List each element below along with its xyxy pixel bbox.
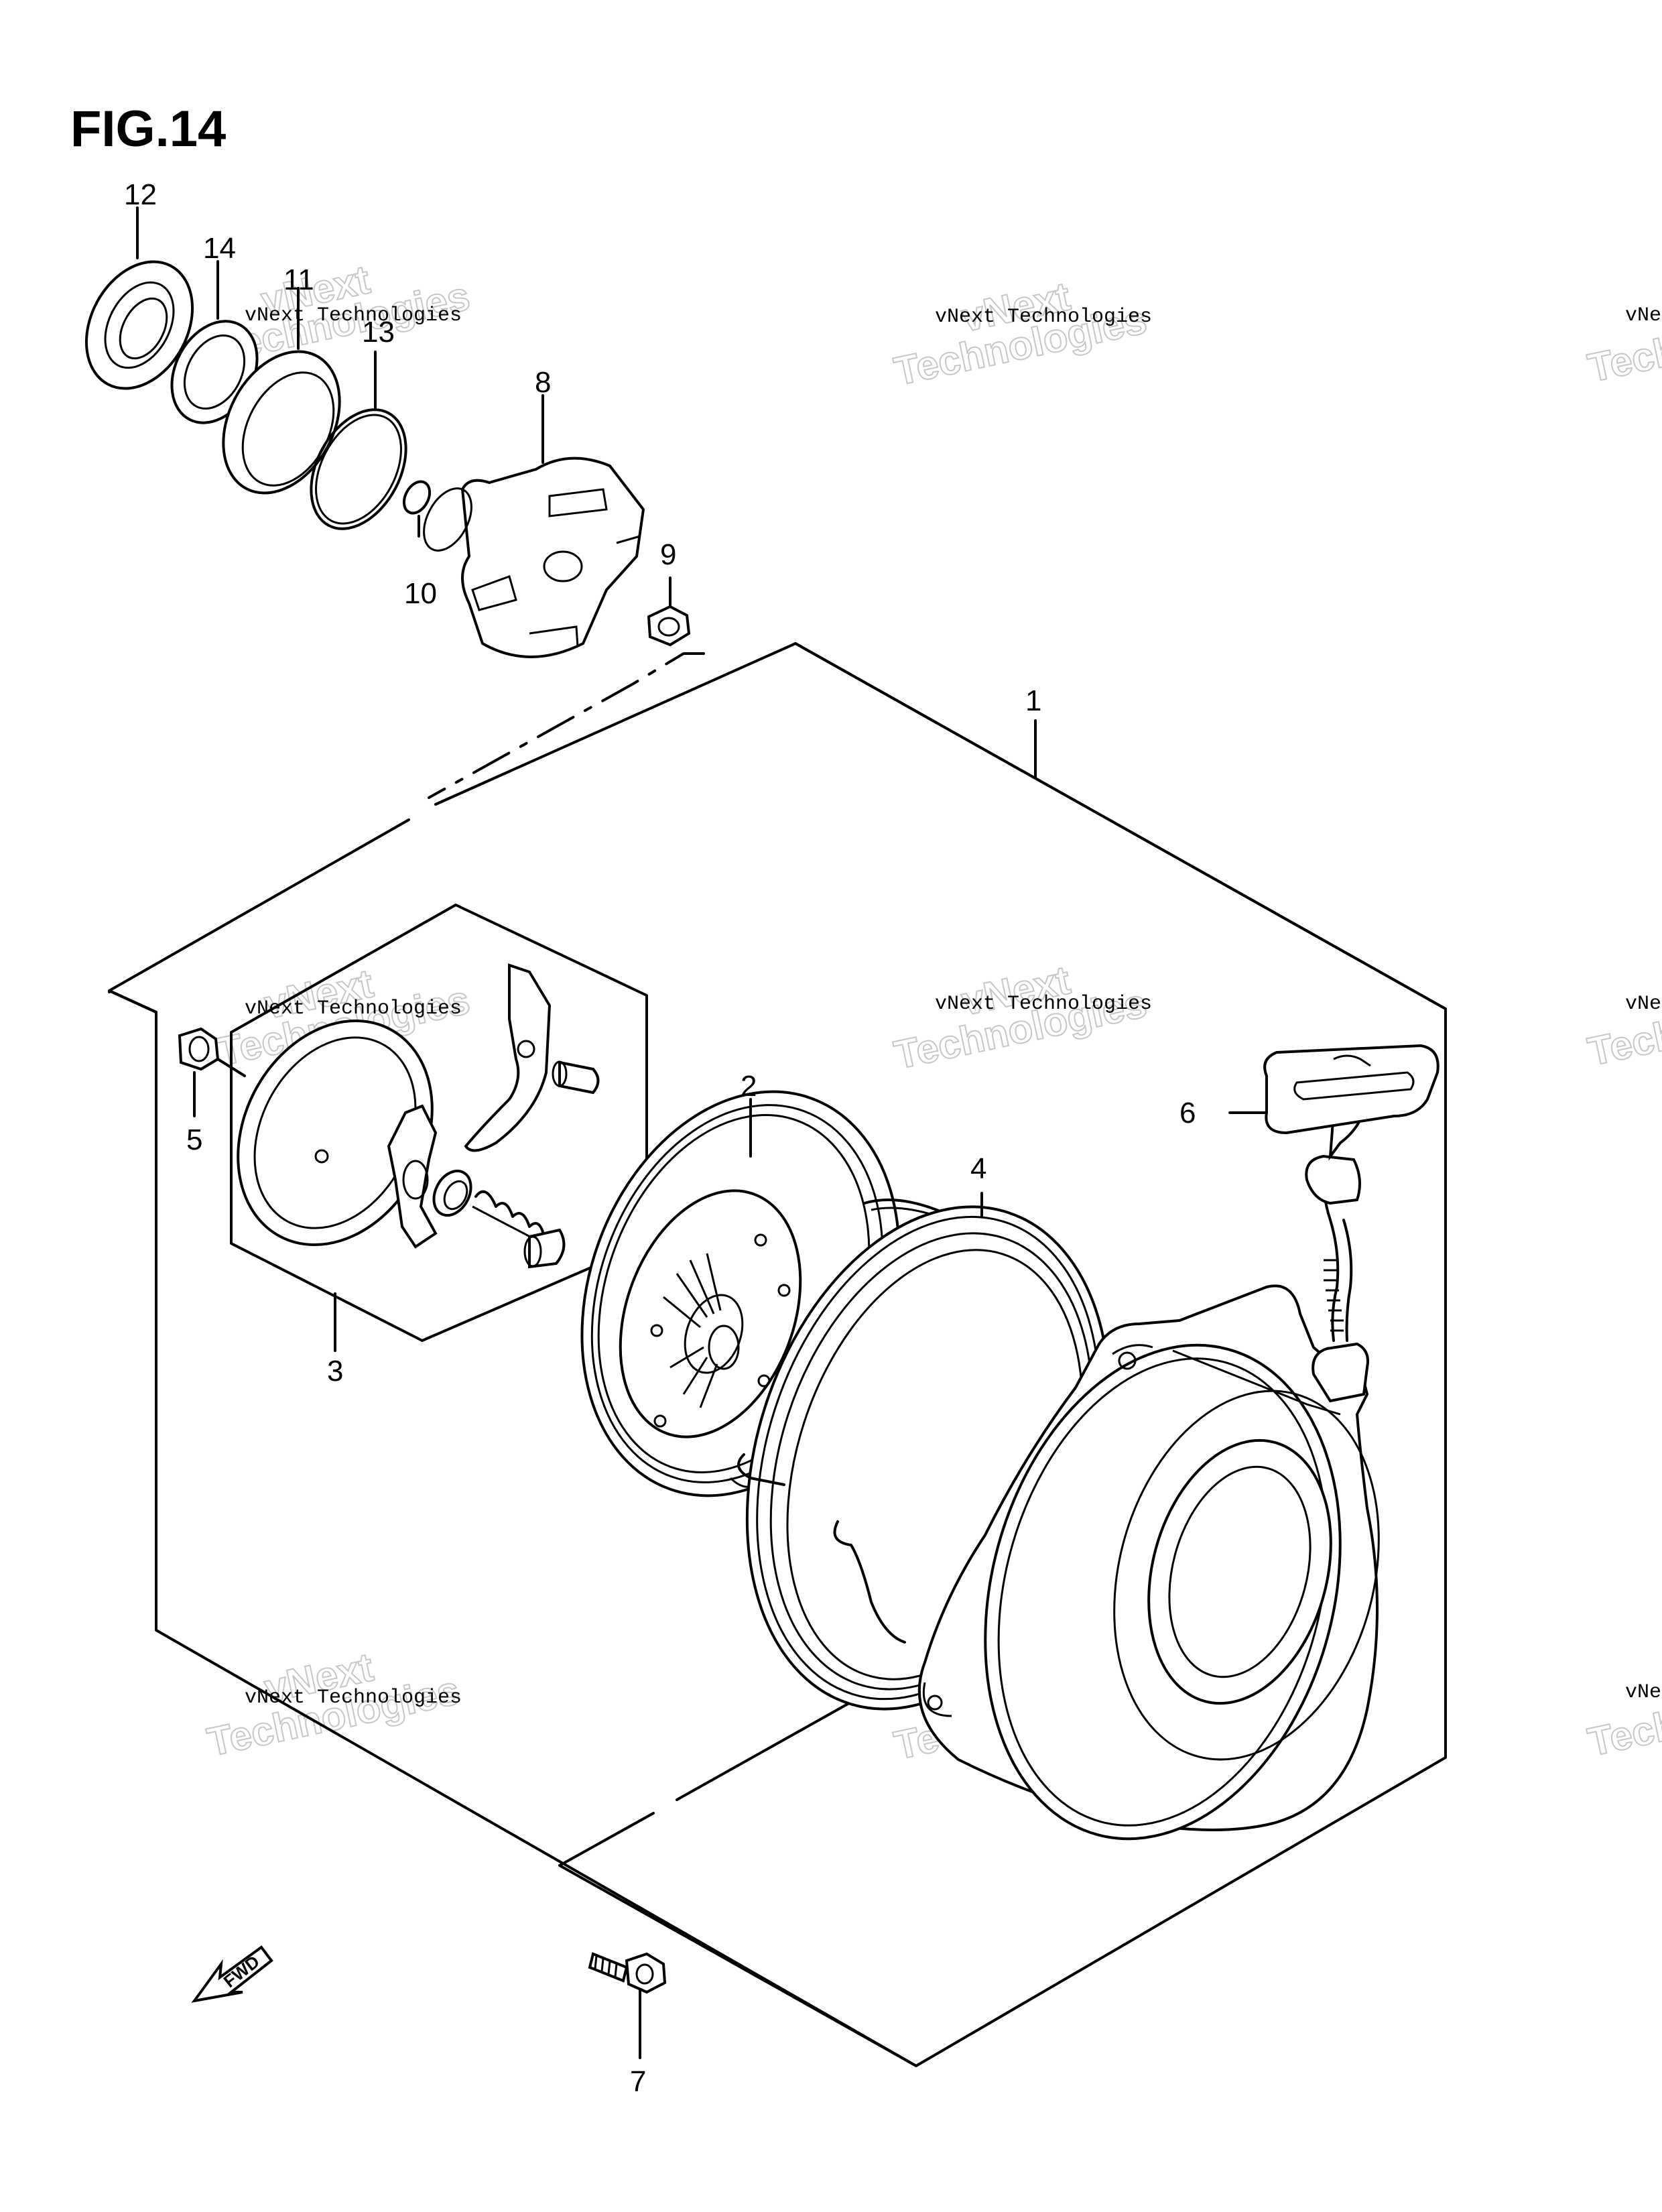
ratchet-kit-outline bbox=[230, 904, 648, 1342]
callout-5: 5 bbox=[186, 1123, 202, 1156]
ratchet-guide bbox=[387, 1104, 438, 1249]
collar bbox=[432, 1169, 472, 1217]
callout-2: 2 bbox=[741, 1070, 757, 1103]
callout-9: 9 bbox=[660, 538, 676, 571]
ratchet-pawl bbox=[464, 963, 552, 1152]
callout-10: 10 bbox=[404, 577, 437, 610]
assembly-outline bbox=[108, 642, 1447, 2067]
callout-8: 8 bbox=[535, 366, 551, 399]
watermark-top-left: Technologies vNext vNext Technologies bbox=[213, 256, 474, 371]
callout-6: 6 bbox=[1179, 1097, 1196, 1129]
callout-13: 13 bbox=[362, 316, 395, 349]
svg-text:vNext Technologies: vNext Technologies bbox=[245, 1686, 462, 1709]
svg-text:vNext Technologies: vNext Technologies bbox=[245, 997, 462, 1020]
dashed-guide-line bbox=[428, 652, 705, 799]
callout-12: 12 bbox=[124, 178, 157, 211]
watermark-top-right: Technologies vNext Technologies bbox=[1584, 293, 1662, 391]
watermark-mid-center: Technologies vNext vNext Technologies bbox=[890, 957, 1152, 1079]
svg-text:vNext Technologies: vNext Technologies bbox=[1625, 1681, 1662, 1704]
watermark-bottom-right: Technologies vNext Technologies bbox=[1584, 1667, 1662, 1766]
figure-title: FIG.14 bbox=[70, 101, 226, 158]
watermark-mid-right: Technologies vNext Technologies bbox=[1584, 977, 1662, 1075]
svg-text:vNext Technologies: vNext Technologies bbox=[245, 304, 462, 327]
svg-text:Technologies: Technologies bbox=[1584, 977, 1662, 1074]
callout-7: 7 bbox=[630, 2065, 646, 2098]
callout-11: 11 bbox=[283, 263, 314, 296]
callout-14: 14 bbox=[203, 232, 236, 265]
starter-case bbox=[917, 1284, 1380, 1841]
svg-text:vNext Technologies: vNext Technologies bbox=[935, 993, 1152, 1016]
callout-1: 1 bbox=[1025, 684, 1041, 717]
nut-part-9 bbox=[647, 605, 691, 647]
spacer bbox=[523, 1228, 566, 1269]
callout-4: 4 bbox=[970, 1152, 986, 1185]
starter-pulley-part-8 bbox=[423, 456, 645, 658]
ratchet-pin bbox=[552, 1060, 600, 1095]
starter-handle-part-6 bbox=[1263, 1044, 1440, 1342]
o-ring-part-13 bbox=[310, 408, 407, 530]
callout-3: 3 bbox=[327, 1355, 343, 1388]
leader-lines bbox=[136, 206, 1268, 2059]
svg-text:vNext Technologies: vNext Technologies bbox=[1625, 304, 1662, 327]
svg-text:vNext Technologies: vNext Technologies bbox=[935, 306, 1152, 328]
small-o-ring-part-10 bbox=[402, 480, 432, 515]
forward-arrow-icon: FWD bbox=[191, 1945, 273, 2003]
bolt-part-7 bbox=[588, 1952, 667, 1994]
svg-text:vNext Technologies: vNext Technologies bbox=[1625, 993, 1662, 1016]
watermark-top-center: Technologies vNext vNext Technologies bbox=[890, 273, 1152, 395]
bearing-part-12 bbox=[84, 260, 194, 390]
watermark-bottom-left: Technologies vNext vNext Technologies bbox=[203, 1644, 464, 1766]
screw-part-5 bbox=[178, 1027, 246, 1077]
